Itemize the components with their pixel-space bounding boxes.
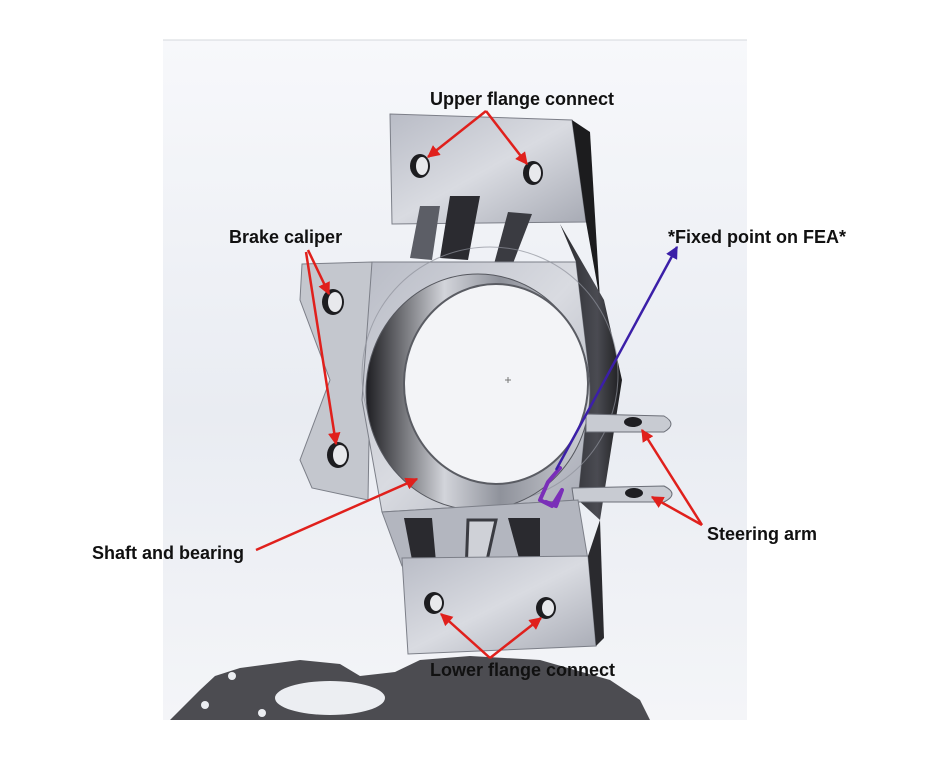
arrow-steering-arm-upper [640, 428, 704, 526]
arrow-lower-flange-left [440, 613, 491, 659]
arrow-caliper-lower [304, 251, 341, 446]
steering-arm [571, 413, 673, 503]
fea-fixed-point-mark [538, 466, 564, 508]
arrow-lower-flange-right [489, 617, 542, 659]
label-upper-flange: Upper flange connect [430, 89, 615, 109]
arrow-upper-flange-right [485, 110, 528, 165]
arrow-shaft-bearing [255, 477, 419, 552]
label-steering-arm: Steering arm [707, 524, 818, 544]
upper-flange [389, 113, 600, 300]
lower-flange [381, 499, 604, 655]
arrow-fixed-point [554, 245, 679, 471]
arrow-upper-flange-left [427, 110, 487, 158]
label-shaft-bearing: Shaft and bearing [92, 543, 245, 563]
shaft-bearing-bore [365, 273, 591, 511]
annotation-arrows [255, 110, 704, 659]
arrow-caliper-upper [306, 249, 331, 296]
label-brake-caliper: Brake caliper [229, 227, 343, 247]
label-fixed-point: *Fixed point on FEA* [668, 227, 846, 247]
label-lower-flange: Lower flange connect [430, 660, 616, 680]
arrow-steering-arm-lower [650, 495, 703, 527]
